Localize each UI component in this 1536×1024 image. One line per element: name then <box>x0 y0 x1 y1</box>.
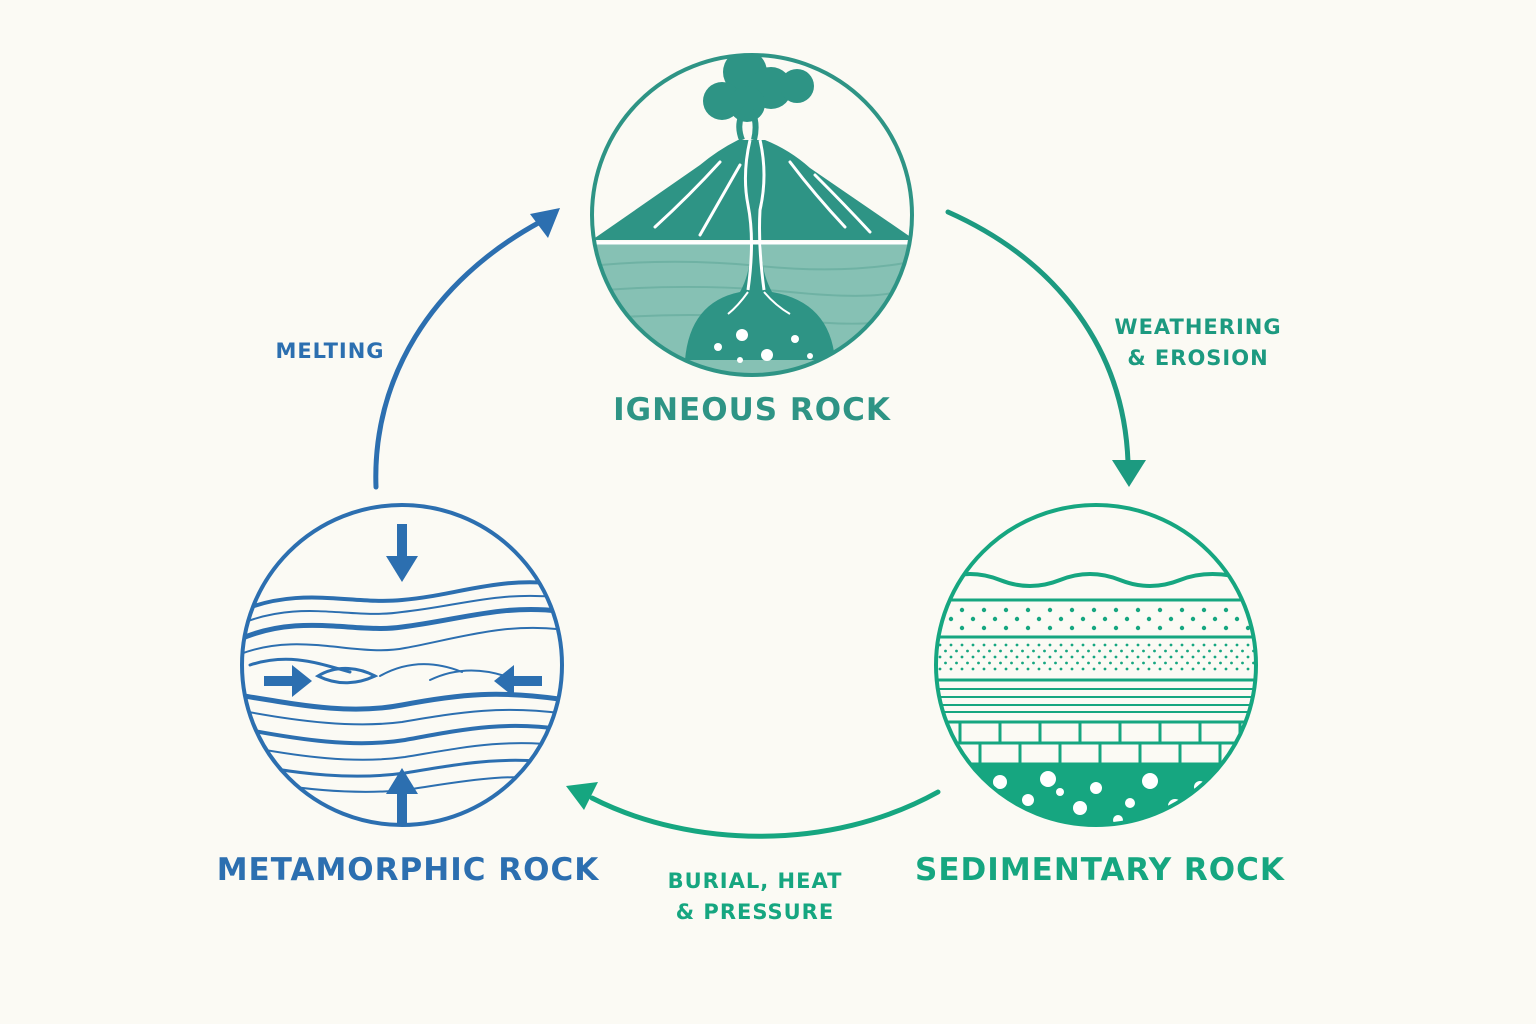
igneous-rock-node <box>590 53 914 377</box>
folded-rock-layers-icon <box>242 524 562 824</box>
arrow-weathering-erosion <box>945 209 1146 487</box>
burial-heat-pressure-label-line-1: BURIAL, HEAT <box>667 869 843 893</box>
weathering-erosion-label: WEATHERING & EROSION <box>1098 312 1298 374</box>
weathering-erosion-label-line-1: WEATHERING <box>1114 315 1282 339</box>
igneous-rock-label: IGNEOUS ROCK <box>613 392 891 428</box>
sedimentary-rock-label: SEDIMENTARY ROCK <box>915 852 1285 888</box>
sediment-layers-icon <box>936 572 1256 825</box>
metamorphic-rock-node <box>240 503 564 827</box>
arrow-burial-heat-pressure <box>566 782 941 839</box>
burial-heat-pressure-label-line-2: & PRESSURE <box>675 900 835 924</box>
melting-label: MELTING <box>250 336 410 367</box>
burial-heat-pressure-label: BURIAL, HEAT & PRESSURE <box>655 866 855 928</box>
arrow-melting <box>373 208 560 490</box>
sedimentary-rock-node <box>934 503 1258 827</box>
weathering-erosion-label-line-2: & EROSION <box>1127 346 1269 370</box>
metamorphic-rock-label: METAMORPHIC ROCK <box>216 852 600 888</box>
melting-label-line-1: MELTING <box>275 339 385 363</box>
